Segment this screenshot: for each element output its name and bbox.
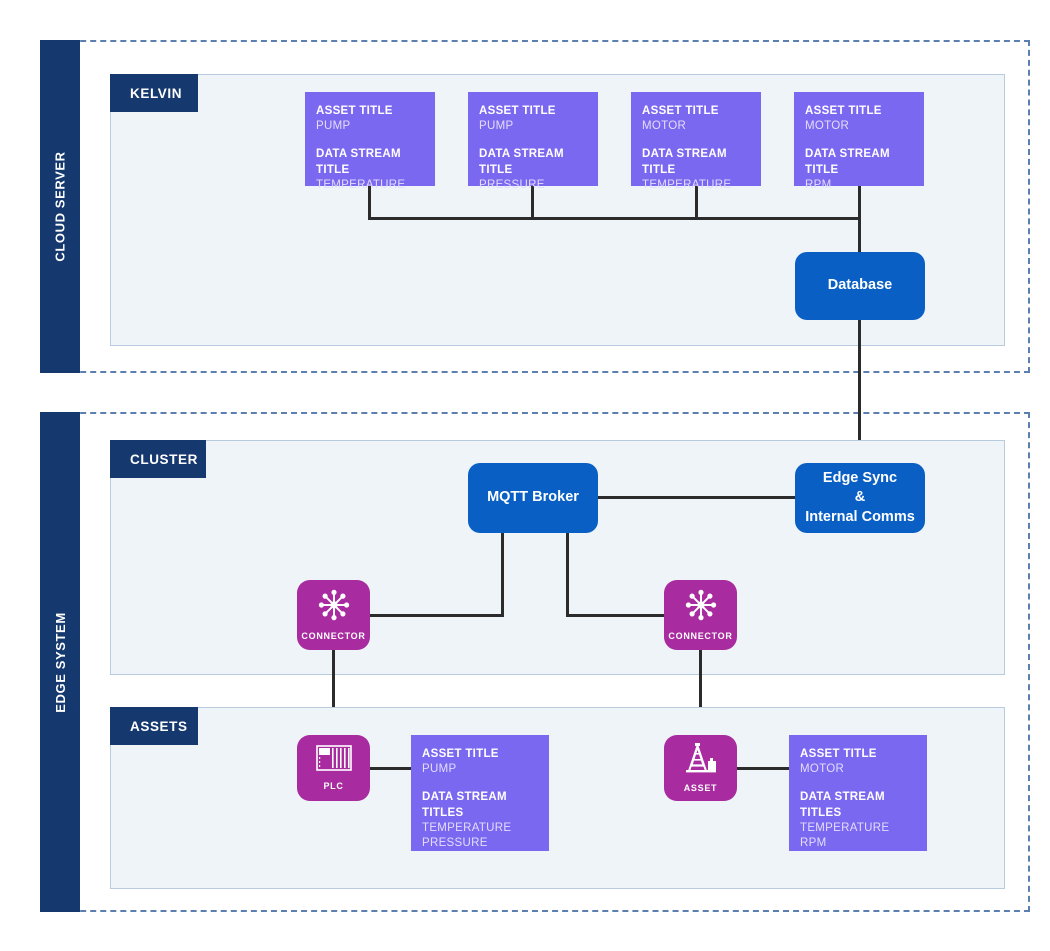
line-card1-drop: [368, 186, 371, 220]
line-mqtt-to-edge-sync: [597, 496, 795, 499]
kelvin-card-3[interactable]: ASSET TITLE MOTOR DATA STREAM TITLE TEMP…: [631, 92, 761, 191]
line-connector-left-to-plc: [332, 648, 335, 740]
line-card2-drop: [531, 186, 534, 220]
node-edge-sync[interactable]: Edge Sync & Internal Comms: [795, 463, 925, 533]
kelvin-card-3-stream-value: TEMPERATURE: [642, 178, 732, 191]
line-database-to-edge-sync: [858, 320, 861, 465]
kelvin-card-4-asset-value: MOTOR: [805, 120, 850, 133]
asset-card-2-stream-value-1: TEMPERATURE: [800, 821, 890, 834]
asset-card-1[interactable]: ASSET TITLE PUMP DATA STREAM TITLES TEMP…: [411, 735, 549, 851]
panel-tab-assets: ASSETS: [110, 707, 198, 745]
rail-cloud-server: CLOUD SERVER: [40, 40, 80, 373]
kelvin-card-2-asset-key: ASSET TITLE: [479, 105, 556, 117]
kelvin-card-4-asset-key: ASSET TITLE: [805, 105, 882, 117]
kelvin-card-4-stream-value: RPM: [805, 178, 832, 191]
node-edge-sync-label-3: Internal Comms: [805, 508, 915, 525]
line-mqtt-right-elbow: [566, 614, 666, 617]
node-edge-sync-label-1: Edge Sync: [822, 469, 898, 486]
kelvin-card-1-asset-key: ASSET TITLE: [316, 105, 393, 117]
panel-tab-kelvin-label: KELVIN: [130, 85, 183, 101]
panel-tab-cluster: CLUSTER: [110, 440, 206, 478]
plc-rack-icon: [315, 745, 352, 776]
panel-tab-kelvin: KELVIN: [110, 74, 198, 112]
kelvin-card-3-asset-key: ASSET TITLE: [642, 105, 719, 117]
node-database-label: Database: [827, 277, 893, 294]
kelvin-card-2[interactable]: ASSET TITLE PUMP DATA STREAM TITLE PRESS…: [468, 92, 598, 191]
kelvin-card-1-stream-value: TEMPERATURE: [316, 178, 406, 191]
panel-tab-assets-label: ASSETS: [130, 718, 188, 734]
rail-label-edge-system: EDGE SYSTEM: [52, 611, 68, 713]
network-hub-icon: [318, 589, 350, 626]
asset-card-2[interactable]: ASSET TITLE MOTOR DATA STREAM TITLES TEM…: [789, 735, 927, 851]
line-card3-drop: [695, 186, 698, 220]
node-plc-label: PLC: [323, 781, 344, 791]
line-bus-to-database: [858, 186, 861, 252]
line-connector-right-to-asset: [699, 648, 702, 740]
asset-card-1-asset-value: PUMP: [422, 763, 457, 776]
oil-derrick-icon: [684, 742, 718, 778]
kelvin-card-3-asset-value: MOTOR: [642, 120, 687, 133]
line-mqtt-right-leg: [566, 532, 569, 616]
node-asset[interactable]: ASSET: [664, 735, 737, 801]
node-asset-label: ASSET: [683, 783, 718, 793]
asset-card-2-stream-value-2: RPM: [800, 836, 827, 849]
asset-card-1-stream-value-2: PRESSURE: [422, 836, 488, 849]
line-kelvin-bus: [368, 217, 861, 220]
kelvin-card-2-asset-value: PUMP: [479, 120, 514, 133]
node-edge-sync-label-2: &: [854, 489, 866, 506]
kelvin-card-3-stream-key: DATA STREAM TITLE: [642, 148, 727, 176]
network-hub-icon: [685, 589, 717, 626]
node-mqtt-broker[interactable]: MQTT Broker: [468, 463, 598, 533]
asset-card-1-stream-value-1: TEMPERATURE: [422, 821, 512, 834]
asset-card-1-asset-key: ASSET TITLE: [422, 748, 499, 760]
kelvin-card-4[interactable]: ASSET TITLE MOTOR DATA STREAM TITLE RPM: [794, 92, 924, 191]
rail-edge-system: EDGE SYSTEM: [40, 412, 80, 912]
kelvin-card-1-asset-value: PUMP: [316, 120, 351, 133]
asset-card-1-stream-key: DATA STREAM TITLES: [422, 791, 507, 819]
kelvin-card-2-stream-key: DATA STREAM TITLE: [479, 148, 564, 176]
node-connector-left[interactable]: CONNECTOR: [297, 580, 370, 650]
asset-card-2-asset-key: ASSET TITLE: [800, 748, 877, 760]
rail-label-cloud-server: CLOUD SERVER: [52, 151, 68, 262]
kelvin-card-1[interactable]: ASSET TITLE PUMP DATA STREAM TITLE TEMPE…: [305, 92, 435, 191]
asset-card-2-asset-value: MOTOR: [800, 763, 845, 776]
kelvin-card-4-stream-key: DATA STREAM TITLE: [805, 148, 890, 176]
node-connector-right-label: CONNECTOR: [668, 631, 733, 641]
node-connector-right[interactable]: CONNECTOR: [664, 580, 737, 650]
line-asset-to-asset-card: [737, 767, 789, 770]
kelvin-card-1-stream-key: DATA STREAM TITLE: [316, 148, 401, 176]
line-mqtt-left-elbow: [370, 614, 504, 617]
node-connector-left-label: CONNECTOR: [301, 631, 366, 641]
line-plc-to-asset-card: [370, 767, 412, 770]
node-database[interactable]: Database: [795, 252, 925, 320]
panel-tab-cluster-label: CLUSTER: [130, 451, 198, 467]
kelvin-card-2-stream-value: PRESSURE: [479, 178, 545, 191]
node-plc[interactable]: PLC: [297, 735, 370, 801]
line-mqtt-left-leg: [501, 532, 504, 616]
asset-card-2-stream-key: DATA STREAM TITLES: [800, 791, 885, 819]
node-mqtt-broker-label: MQTT Broker: [487, 489, 579, 506]
